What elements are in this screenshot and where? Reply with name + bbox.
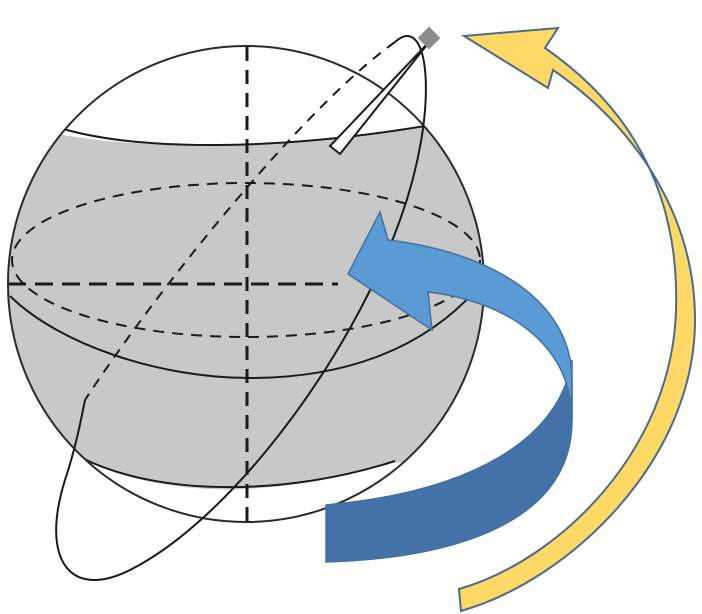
satellite-icon [418,27,441,50]
